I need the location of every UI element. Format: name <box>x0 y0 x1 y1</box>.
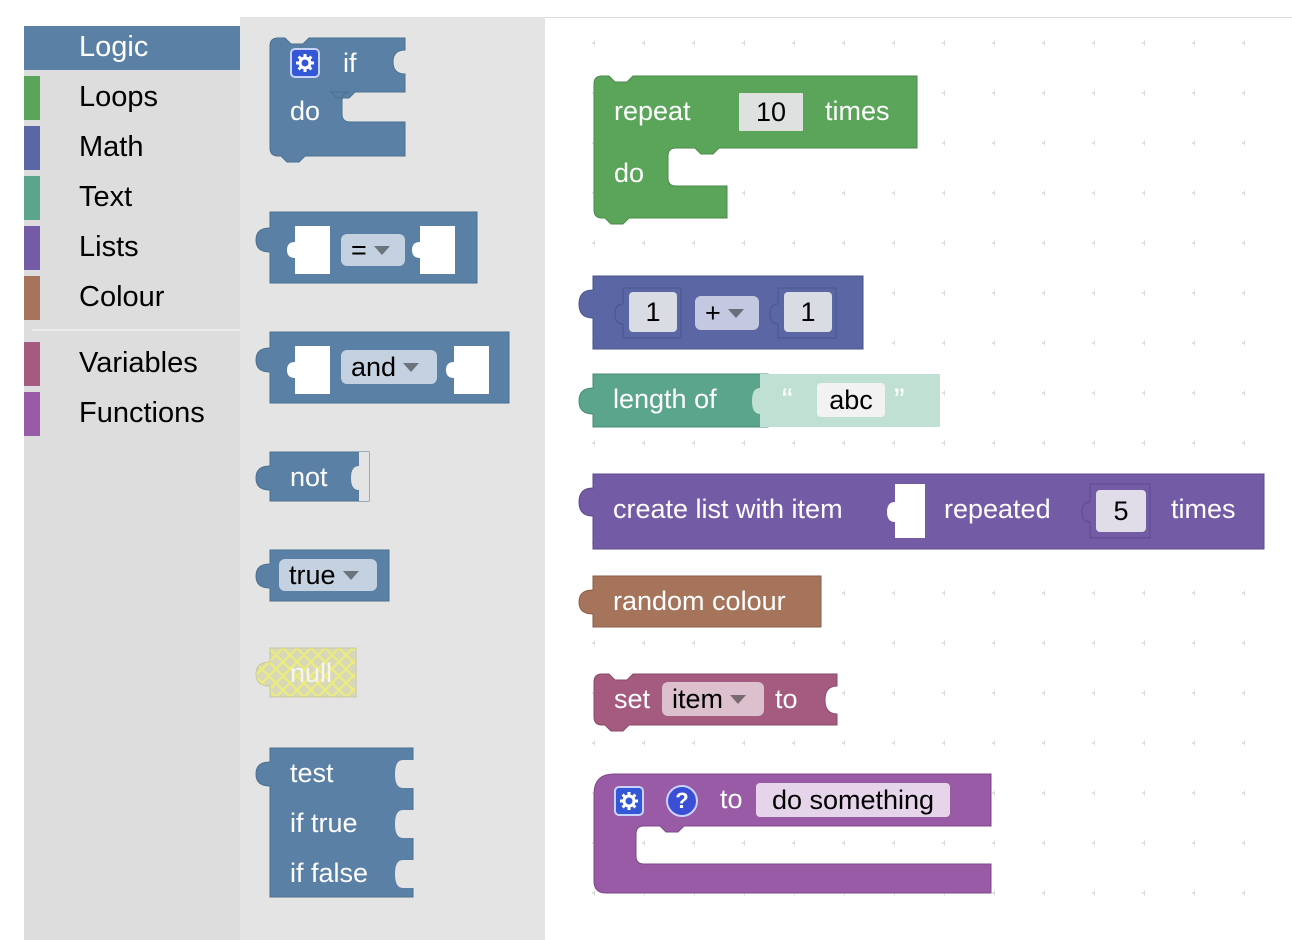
category-label: Text <box>79 181 133 213</box>
category-color-stripe <box>24 342 40 386</box>
colour-random-block[interactable]: random colour <box>578 575 824 628</box>
number-a-value: 1 <box>645 296 661 327</box>
boolean-value: true <box>289 559 336 590</box>
close-quote-icon: ” <box>894 382 905 418</box>
operator-value: and <box>351 351 397 382</box>
times-label: times <box>825 96 890 126</box>
null-label: null <box>290 658 333 688</box>
logic-compare-block[interactable]: = <box>255 211 478 284</box>
category-color-stripe <box>24 392 40 436</box>
random-colour-label: random colour <box>613 586 786 616</box>
procedure-definition-block[interactable]: ? to do something <box>593 773 994 896</box>
not-label: not <box>290 462 328 492</box>
operator-dropdown[interactable]: and <box>341 350 437 384</box>
if-true-label: if true <box>290 808 358 838</box>
create-list-label: create list with item <box>613 494 843 524</box>
category-label: Lists <box>79 231 139 263</box>
category-color-stripe <box>24 226 40 270</box>
category-lists[interactable]: Lists <box>24 226 240 270</box>
category-color-stripe <box>24 276 40 320</box>
category-variables[interactable]: Variables <box>24 342 240 386</box>
category-label: Math <box>79 131 144 163</box>
logic-null-block-shape <box>255 647 357 698</box>
category-label: Colour <box>79 281 165 313</box>
procedure-name-value: do something <box>771 784 935 815</box>
colour-random-block-shape <box>578 575 822 628</box>
repeated-label: repeated <box>944 494 1051 524</box>
mutator-gear-icon[interactable] <box>290 48 320 78</box>
mutator-gear-icon[interactable] <box>614 786 644 816</box>
arithmetic-operator-dropdown[interactable]: + <box>695 296 759 330</box>
category-label: Loops <box>79 81 159 113</box>
category-text[interactable]: Text <box>24 176 240 220</box>
text-length-block[interactable]: length of “ abc ” <box>578 373 944 428</box>
category-logic[interactable]: Logic <box>24 26 240 70</box>
repeat-count-value: 10 <box>755 96 787 127</box>
dropdown-arrow-icon <box>342 570 359 580</box>
dropdown-arrow-icon <box>373 245 390 255</box>
text-field[interactable]: abc <box>817 383 885 417</box>
test-label: test <box>290 758 334 788</box>
to-label: to <box>775 684 798 714</box>
variable-name: item <box>672 683 724 714</box>
category-label: Logic <box>79 31 149 63</box>
logic-operation-block[interactable]: and <box>255 331 510 404</box>
do-label: do <box>290 96 321 126</box>
lists-repeat-block[interactable]: create list with item repeated 5 times <box>578 473 1266 550</box>
operator-dropdown[interactable]: = <box>341 234 405 266</box>
logic-boolean-block[interactable]: true <box>255 549 390 602</box>
category-label: Functions <box>79 397 205 429</box>
operator-value: + <box>705 297 721 328</box>
math-arithmetic-block[interactable]: 1 + 1 <box>578 275 864 350</box>
help-icon-glyph: ? <box>675 788 689 813</box>
category-loops[interactable]: Loops <box>24 76 240 120</box>
category-color-stripe <box>24 126 40 170</box>
help-icon[interactable]: ? <box>666 785 698 817</box>
logic-negate-block[interactable]: not <box>255 451 370 502</box>
number-b-value: 1 <box>800 296 816 327</box>
variable-dropdown[interactable]: item <box>662 682 764 716</box>
repeat-count-field[interactable]: 10 <box>736 90 806 134</box>
procedure-name-field[interactable]: do something <box>756 783 950 817</box>
repeat-label: repeat <box>614 96 691 126</box>
repeat-block-shape <box>593 75 918 225</box>
category-label: Variables <box>79 347 198 379</box>
operator-value: = <box>351 234 367 265</box>
category-math[interactable]: Math <box>24 126 240 170</box>
times-label: times <box>1171 494 1236 524</box>
repeat-count-value: 5 <box>1113 495 1129 526</box>
number-field-a[interactable]: 1 <box>629 292 677 332</box>
logic-negate-block-shape <box>255 451 370 502</box>
dropdown-arrow-icon <box>403 362 420 372</box>
category-color-stripe <box>24 176 40 220</box>
if-label: if <box>343 48 357 78</box>
category-color-stripe <box>24 76 40 120</box>
logic-ternary-block[interactable]: test if true if false <box>255 747 415 898</box>
workspace-top-border <box>545 17 1292 18</box>
category-functions[interactable]: Functions <box>24 392 240 436</box>
number-field-b[interactable]: 1 <box>784 292 832 332</box>
text-value: abc <box>829 384 873 415</box>
if-block[interactable]: if do <box>269 37 406 163</box>
toolbox: Logic Loops Math Text Lists Colour Varia… <box>24 26 240 940</box>
length-of-label: length of <box>613 384 717 414</box>
repeat-count-field[interactable]: 5 <box>1096 490 1146 532</box>
logic-ternary-block-shape <box>255 747 415 898</box>
category-colour[interactable]: Colour <box>24 276 240 320</box>
open-quote-icon: “ <box>782 382 793 418</box>
boolean-dropdown[interactable]: true <box>279 559 377 591</box>
dropdown-arrow-icon <box>727 308 744 318</box>
repeat-block[interactable]: repeat 10 times do <box>593 75 918 228</box>
dropdown-arrow-icon <box>730 694 747 704</box>
variables-set-block[interactable]: set item to <box>593 673 840 734</box>
do-label: do <box>614 158 645 188</box>
logic-null-block[interactable]: null <box>255 647 357 698</box>
toolbox-separator <box>32 329 240 331</box>
set-label: set <box>614 684 651 714</box>
to-label: to <box>720 784 743 814</box>
if-false-label: if false <box>290 858 369 888</box>
